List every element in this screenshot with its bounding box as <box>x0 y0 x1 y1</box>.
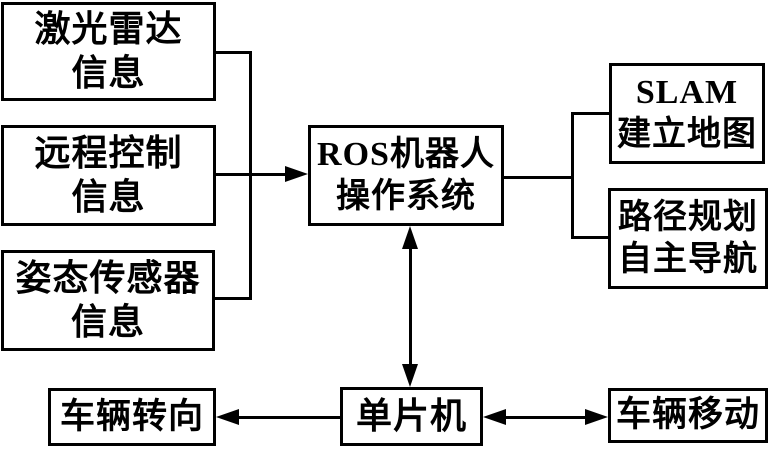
edge-collector-pathnav <box>571 236 610 239</box>
node-slam-map-line2: 建立地图 <box>617 115 757 153</box>
node-attitude-info-line1: 姿态传感器 <box>15 257 201 298</box>
arrowhead-up-into-ros-icon <box>402 226 418 249</box>
node-path-nav: 路径规划 自主导航 <box>608 188 768 289</box>
arrowhead-into-move-icon <box>585 409 608 425</box>
edge-collector-slam <box>571 112 611 115</box>
arrowhead-down-into-mcu-icon <box>402 364 418 387</box>
node-lidar-info: 激光雷达 信息 <box>1 2 216 101</box>
edge-mcu-steering-shaft <box>230 416 342 419</box>
node-attitude-info-line2: 信息 <box>70 301 145 342</box>
edge-ros-collector <box>503 176 573 179</box>
node-vehicle-steering-line1: 车辆转向 <box>59 396 204 436</box>
node-lidar-info-line2: 信息 <box>71 52 146 93</box>
node-remote-info-line2: 信息 <box>71 176 146 217</box>
node-attitude-info: 姿态传感器 信息 <box>1 250 215 351</box>
arrowhead-into-mcu-icon <box>483 409 506 425</box>
node-ros-system-line1: ROS机器人 <box>317 136 495 174</box>
edge-attitude-collector <box>214 297 252 300</box>
node-ros-system-line2: 操作系统 <box>336 177 476 215</box>
node-slam-map: SLAM 建立地图 <box>609 63 765 164</box>
node-mcu: 单片机 <box>340 387 483 446</box>
node-remote-info: 远程控制 信息 <box>1 125 216 226</box>
edge-right-collector-vertical <box>571 112 574 239</box>
node-vehicle-steering: 车辆转向 <box>48 388 216 446</box>
edge-collector-ros-shaft <box>216 173 290 176</box>
node-slam-map-line1: SLAM <box>635 74 739 112</box>
arrowhead-into-steering-icon <box>216 409 239 425</box>
edge-lidar-collector <box>215 51 252 54</box>
node-path-nav-line1: 路径规划 <box>618 199 758 237</box>
node-vehicle-move-line1: 车辆移动 <box>615 395 760 435</box>
node-mcu-line1: 单片机 <box>355 395 467 436</box>
node-vehicle-move: 车辆移动 <box>608 388 768 443</box>
edge-ros-mcu-shaft <box>409 238 412 374</box>
node-remote-info-line1: 远程控制 <box>34 132 183 173</box>
node-lidar-info-line1: 激光雷达 <box>34 8 183 49</box>
edge-mcu-move-shaft <box>498 416 592 419</box>
node-path-nav-line2: 自主导航 <box>618 240 758 278</box>
node-ros-system: ROS机器人 操作系统 <box>308 125 504 226</box>
arrowhead-into-ros-icon <box>285 166 308 182</box>
